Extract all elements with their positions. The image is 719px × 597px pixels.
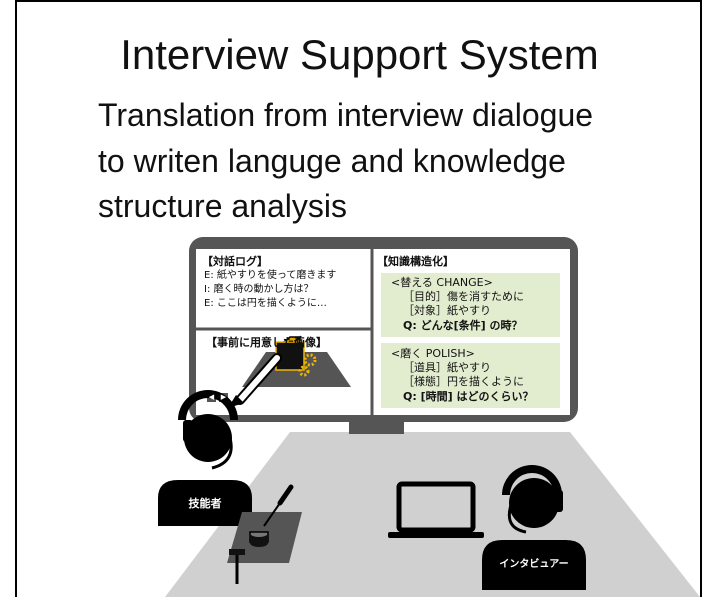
gear-small-icon (298, 365, 310, 377)
knowledge-card-polish: <磨く POLISH> ［道具］紙やすり ［様態］円を描くように Q: [時間]… (381, 343, 560, 408)
dialogue-log-header: 【対話ログ】 (202, 255, 268, 268)
knowledge-header: 【知識構造化】 (377, 255, 454, 268)
interviewer-avatar (482, 465, 586, 590)
card-question: Q: どんな[条件] の時？ (403, 319, 523, 332)
interviewer-label: インタビュアー (499, 559, 569, 570)
card-question: Q: [時間] はどのくらい？ (403, 390, 534, 403)
hammer-icon (229, 549, 245, 584)
dialogue-line-3: E: ここは円を描くように… (204, 298, 327, 309)
nav-next-button[interactable]: ▶ (220, 393, 227, 401)
subtitle-line-1: Translation from interview dialogue (98, 97, 594, 133)
screwdriver-icon (263, 484, 294, 527)
card-item: ［道具］紙やすり (403, 361, 491, 374)
monitor-stand (349, 420, 404, 434)
dialogue-line-1: E: 紙やすりを使って磨きます (204, 270, 337, 281)
gear-icon (303, 353, 317, 367)
subtitle-line-3: structure analysis (98, 188, 347, 224)
prepared-image-header: 【事前に用意した画像】 (206, 336, 327, 349)
knowledge-card-change: <替える CHANGE> ［目的］傷を消すために ［対象］紙やすり Q: どんな… (381, 273, 560, 337)
slide-title: Interview Support System (120, 31, 599, 78)
card-item: ［様態］円を描くように (403, 375, 524, 388)
subtitle-line-2: to writen languge and knowledge (98, 143, 566, 179)
expert-avatar (158, 390, 252, 526)
expert-label: 技能者 (188, 497, 222, 510)
nav-prev-button[interactable]: ◀ (208, 393, 215, 401)
card-title: <替える CHANGE> (391, 276, 493, 289)
dialogue-line-2: I: 磨く時の動かし方は？ (204, 284, 314, 295)
card-title: <磨く POLISH> (391, 347, 475, 360)
card-item: ［目的］傷を消すために (403, 290, 524, 303)
card-item: ［対象］紙やすり (403, 304, 491, 317)
workpiece-base (250, 533, 268, 547)
slide-frame (15, 0, 702, 597)
laptop-icon (388, 481, 484, 538)
